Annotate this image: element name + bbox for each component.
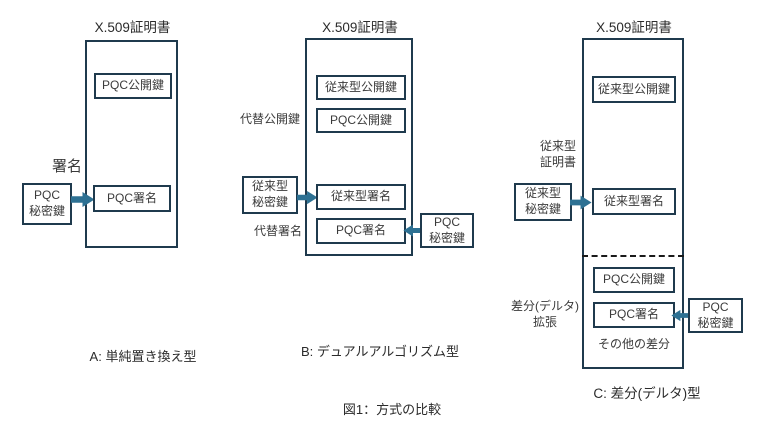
pqc-public-key-box-c: PQC公開鍵 (593, 267, 675, 293)
other-delta-label-c: その他の差分 (597, 337, 670, 351)
classical-cert-label-c: 従来型 証明書 (539, 139, 576, 169)
pqc-signature-box-c: PQC署名 (593, 302, 675, 328)
certificate-outline-b (305, 38, 413, 256)
arrow-right-icon (570, 195, 592, 210)
figure-caption: 図1：方式の比較 (342, 402, 442, 417)
diagram-b-caption: B: デュアルアルゴリズム型 (300, 344, 460, 359)
alt-signature-label-b: 代替署名 (253, 224, 302, 238)
arrow-right-icon (71, 191, 95, 208)
classical-signature-box-b: 従来型署名 (316, 184, 406, 210)
classical-private-key-box-b: 従来型 秘密鍵 (242, 176, 298, 214)
sign-label-a: 署名 (51, 158, 82, 175)
classical-public-key-box-b: 従来型公開鍵 (316, 75, 406, 100)
diagram-a-caption: A: 単純置き換え型 (89, 349, 197, 364)
classical-public-key-box-c: 従来型公開鍵 (592, 76, 676, 103)
cert-title-a: X.509証明書 (94, 20, 171, 35)
cert-title-b: X.509証明書 (322, 20, 398, 35)
arrow-right-icon (297, 190, 318, 205)
diagram-c-caption: C: 差分(デルタ)型 (593, 386, 701, 401)
pqc-signature-box-a: PQC署名 (93, 185, 171, 212)
classical-private-key-box-c: 従来型 秘密鍵 (514, 183, 572, 221)
arrow-left-icon (403, 223, 422, 238)
alt-public-key-label-b: 代替公開鍵 (239, 112, 300, 126)
certificate-outline-a (85, 40, 178, 248)
pqc-private-key-box-c: PQC 秘密鍵 (688, 298, 743, 333)
pqc-public-key-box-a: PQC公開鍵 (94, 73, 172, 99)
delta-extension-label-c: 差分(デルタ) 拡張 (511, 299, 579, 329)
pqc-private-key-box-a: PQC 秘密鍵 (22, 183, 72, 225)
pqc-private-key-box-b: PQC 秘密鍵 (420, 213, 474, 248)
cert-title-c: X.509証明書 (596, 20, 672, 35)
delta-divider-dashed-line (582, 255, 684, 257)
pqc-signature-box-b: PQC署名 (316, 218, 406, 244)
classical-signature-box-c: 従来型署名 (592, 188, 676, 215)
arrow-left-icon (671, 308, 689, 323)
pqc-public-key-box-b: PQC公開鍵 (316, 108, 406, 133)
